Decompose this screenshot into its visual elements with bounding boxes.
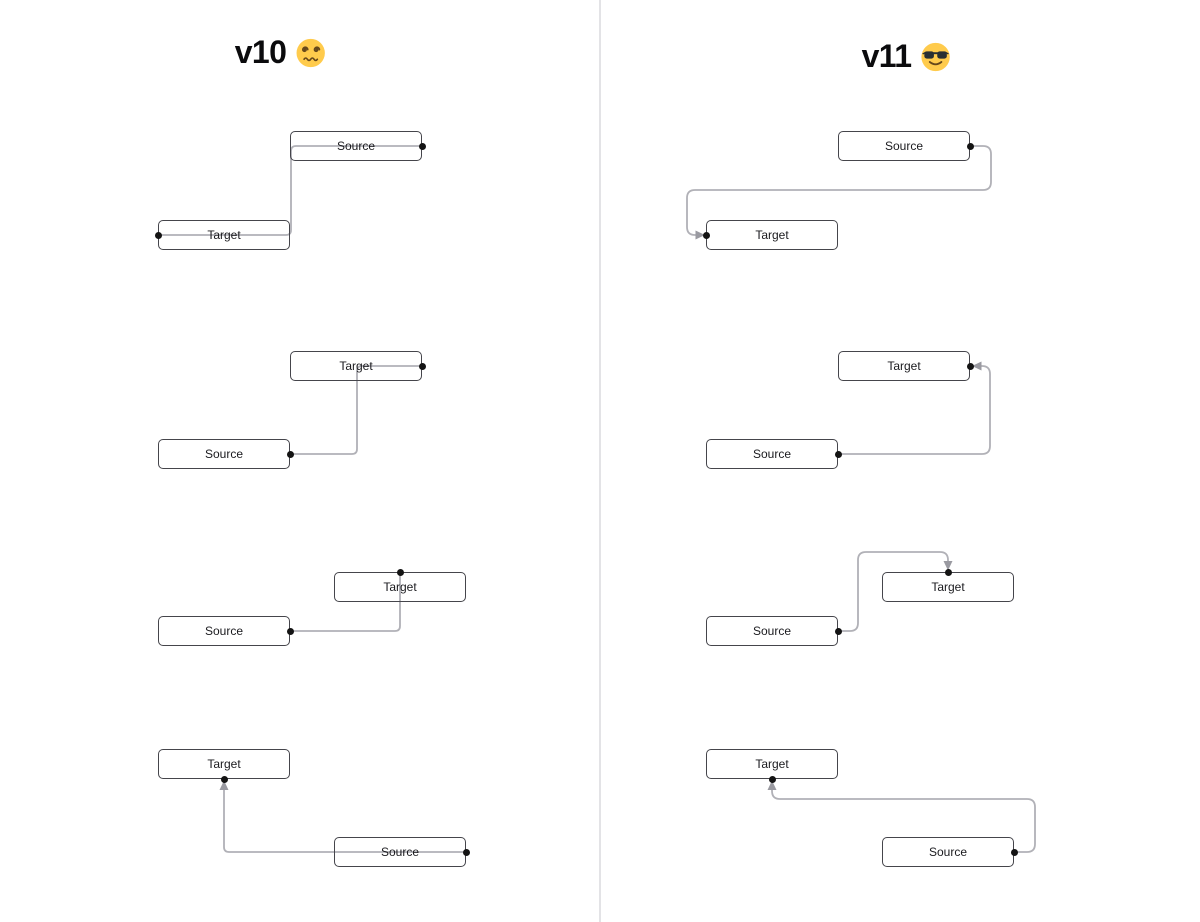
handle-dot-right[interactable] bbox=[834, 450, 842, 458]
handle-dot-top[interactable] bbox=[944, 568, 952, 576]
handle-dot-right[interactable] bbox=[1010, 848, 1018, 856]
handle-dot-right[interactable] bbox=[834, 627, 842, 635]
handle-dot-right[interactable] bbox=[286, 450, 294, 458]
node-target[interactable]: Target bbox=[706, 749, 838, 779]
handle-dot-top[interactable] bbox=[396, 568, 404, 576]
node-label: Source bbox=[336, 139, 376, 153]
handle-dot-right[interactable] bbox=[286, 627, 294, 635]
node-source[interactable]: Source bbox=[706, 439, 838, 469]
node-source[interactable]: Source bbox=[334, 837, 466, 867]
node-label: Target bbox=[383, 580, 417, 594]
edge-arrow-marker bbox=[972, 361, 982, 371]
node-label: Target bbox=[207, 228, 241, 242]
node-source[interactable]: Source bbox=[706, 616, 838, 646]
handle-dot-right[interactable] bbox=[418, 362, 426, 370]
node-label: Target bbox=[207, 757, 241, 771]
node-label: Target bbox=[931, 580, 965, 594]
edge-path[interactable] bbox=[771, 790, 1036, 853]
node-source[interactable]: Source bbox=[158, 439, 290, 469]
handle-dot-bottom[interactable] bbox=[220, 775, 228, 783]
node-label: Source bbox=[884, 139, 924, 153]
edge-arrow-marker bbox=[695, 230, 705, 240]
node-target[interactable]: Target bbox=[706, 220, 838, 250]
handle-dot-left[interactable] bbox=[702, 231, 710, 239]
edge-path[interactable] bbox=[223, 790, 466, 853]
panel-title-v11: v11 bbox=[862, 40, 951, 72]
handle-dot-right[interactable] bbox=[418, 142, 426, 150]
node-label: Source bbox=[380, 845, 420, 859]
node-source[interactable]: Source bbox=[882, 837, 1014, 867]
node-label: Target bbox=[755, 757, 789, 771]
node-label: Source bbox=[928, 845, 968, 859]
handle-dot-right[interactable] bbox=[966, 142, 974, 150]
node-target[interactable]: Target bbox=[882, 572, 1014, 602]
sunglasses-face-emoji bbox=[921, 42, 950, 72]
panel-title-v10: v10 bbox=[235, 36, 326, 68]
node-target[interactable]: Target bbox=[290, 351, 422, 381]
node-source[interactable]: Source bbox=[290, 131, 422, 161]
handle-dot-right[interactable] bbox=[966, 362, 974, 370]
node-label: Source bbox=[752, 447, 792, 461]
panel-title-v10-text: v10 bbox=[234, 34, 287, 70]
edge-path[interactable] bbox=[159, 145, 422, 236]
edge-path[interactable] bbox=[838, 365, 991, 455]
handle-dot-left[interactable] bbox=[154, 231, 162, 239]
column-divider bbox=[599, 0, 601, 922]
node-target[interactable]: Target bbox=[334, 572, 466, 602]
handle-dot-bottom[interactable] bbox=[768, 775, 776, 783]
node-target[interactable]: Target bbox=[838, 351, 970, 381]
node-source[interactable]: Source bbox=[158, 616, 290, 646]
panel-title-v11-text: v11 bbox=[861, 38, 912, 74]
node-label: Target bbox=[339, 359, 373, 373]
handle-dot-right[interactable] bbox=[462, 848, 470, 856]
edge-path[interactable] bbox=[838, 551, 949, 632]
node-label: Source bbox=[204, 447, 244, 461]
node-target[interactable]: Target bbox=[158, 749, 290, 779]
edge-arrow-marker bbox=[767, 780, 777, 790]
edge-path[interactable] bbox=[290, 573, 401, 632]
node-label: Target bbox=[887, 359, 921, 373]
edge-arrow-marker bbox=[943, 561, 953, 571]
node-label: Target bbox=[755, 228, 789, 242]
edge-path[interactable] bbox=[290, 365, 422, 455]
node-target[interactable]: Target bbox=[158, 220, 290, 250]
node-label: Source bbox=[204, 624, 244, 638]
dizzy-face-emoji bbox=[296, 38, 325, 68]
edge-arrow-marker bbox=[219, 780, 229, 790]
node-source[interactable]: Source bbox=[838, 131, 970, 161]
node-label: Source bbox=[752, 624, 792, 638]
edge-path[interactable] bbox=[686, 145, 992, 236]
